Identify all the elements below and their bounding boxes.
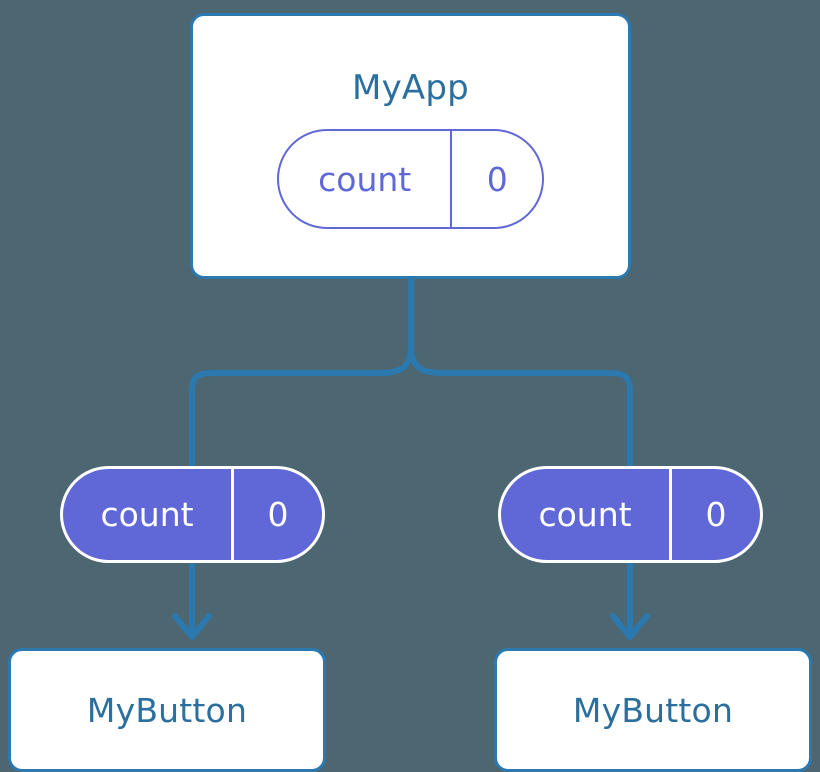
- component-title-mybutton-right: MyButton: [572, 690, 734, 730]
- state-key-child-right: count: [538, 495, 632, 534]
- component-title-mybutton-left: MyButton: [86, 690, 248, 730]
- component-card-mybutton-right[interactable]: MyButton: [494, 648, 812, 772]
- connector-junction-to-right-branch: [408, 342, 633, 471]
- state-value-root: 0: [450, 131, 542, 227]
- state-key-root: count: [318, 159, 412, 199]
- component-card-mybutton-left[interactable]: MyButton: [8, 648, 326, 772]
- component-title-myapp: MyApp: [352, 68, 469, 108]
- state-value-child-left: 0: [231, 469, 322, 560]
- state-pill-child-left[interactable]: count 0: [60, 466, 325, 563]
- arrowhead-left: [172, 613, 212, 640]
- state-value-child-right: 0: [669, 469, 760, 560]
- state-key-child-left: count: [100, 495, 194, 534]
- arrowhead-right: [610, 613, 650, 640]
- state-pill-child-right[interactable]: count 0: [498, 466, 763, 563]
- state-pill-root[interactable]: count 0: [277, 129, 544, 229]
- connector-junction-to-left-branch: [189, 342, 414, 471]
